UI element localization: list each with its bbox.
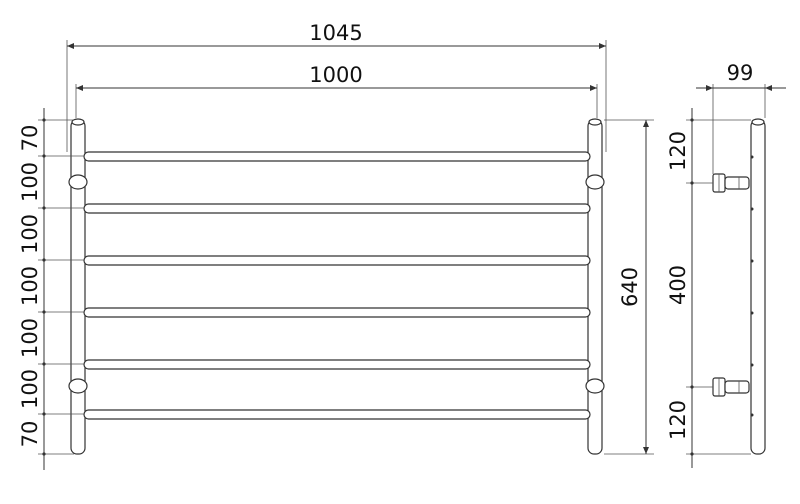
depth-label: 99 [727, 61, 754, 85]
spacing-label: 100 [18, 318, 42, 358]
side-rail-ends [750, 155, 754, 417]
spacing-label: 70 [18, 421, 42, 448]
left-upright [70, 119, 86, 455]
rail [83, 151, 591, 162]
spacing-label: 100 [18, 266, 42, 306]
side-view: 99 120 400 120 [666, 61, 786, 468]
side-cap [751, 118, 765, 126]
rail [83, 307, 591, 318]
front-brackets [68, 174, 605, 394]
bracket-bottom-left [68, 378, 88, 394]
bracket-spacing-label: 400 [666, 265, 690, 305]
dimension-overall-width: 1045 [66, 21, 607, 152]
bottom-offset-label: 120 [666, 400, 690, 440]
dimension-height: 640 [604, 119, 654, 455]
top-offset-label: 120 [666, 131, 690, 171]
spacing-label: 100 [18, 369, 42, 409]
rail [83, 359, 591, 370]
left-cap [71, 118, 85, 126]
front-view: 1045 1000 640 [18, 21, 654, 470]
height-label: 640 [618, 267, 642, 307]
spacing-label: 70 [18, 125, 42, 152]
side-upright [750, 119, 766, 455]
side-bracket-top [712, 173, 750, 193]
bracket-top-left [68, 174, 88, 190]
dimension-bracket-chain: 120 400 120 [666, 108, 751, 468]
dimension-rail-width: 1000 [75, 63, 598, 118]
side-bracket-bottom [712, 377, 750, 397]
bracket-bottom-right [585, 378, 605, 394]
rails [83, 151, 591, 420]
overall-width-label: 1045 [309, 21, 362, 45]
dimension-depth: 99 [696, 61, 786, 174]
rail [83, 203, 591, 214]
right-cap [588, 118, 602, 126]
spacing-label: 100 [18, 214, 42, 254]
rail [83, 409, 591, 420]
dimension-spacing-chain: 70 100 100 100 100 100 70 [18, 108, 84, 470]
rail-width-label: 1000 [309, 63, 362, 87]
spacing-label: 100 [18, 162, 42, 202]
rail [83, 255, 591, 266]
bracket-top-right [585, 174, 605, 190]
right-upright [587, 119, 603, 455]
